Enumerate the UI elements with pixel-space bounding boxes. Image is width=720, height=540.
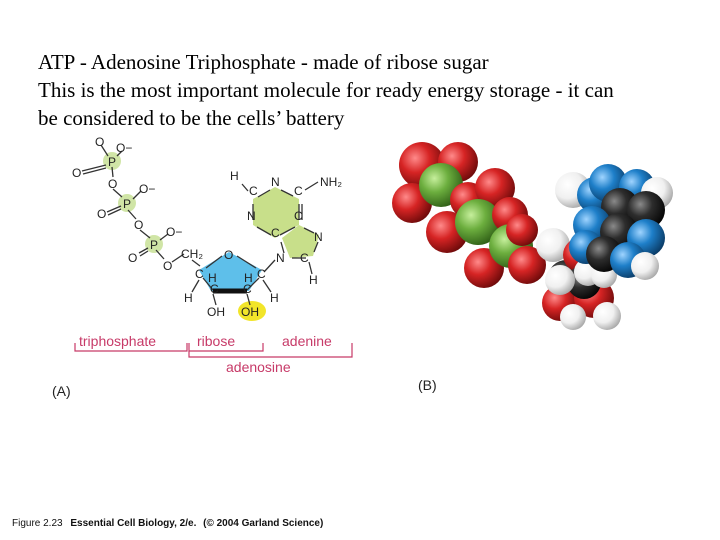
atom-c: C xyxy=(210,282,219,296)
atom-p: P xyxy=(108,155,116,169)
group-brackets xyxy=(74,343,353,358)
atom-o-minus: O− xyxy=(166,225,182,239)
label-ribose: ribose xyxy=(197,333,235,349)
atom-o: O xyxy=(224,248,233,262)
atom-o: O xyxy=(72,166,81,180)
text-line-2: This is the most important molecule for … xyxy=(38,78,614,102)
text-line-1: ATP - Adenosine Triphosphate - made of r… xyxy=(38,50,489,74)
phosphorus-atom xyxy=(455,199,501,245)
atom-ch2: CH₂ xyxy=(181,247,203,261)
atom-c: C xyxy=(249,184,258,198)
atom-o-minus: O− xyxy=(139,182,155,196)
label-adenine: adenine xyxy=(282,333,332,349)
atom-p: P xyxy=(150,238,158,252)
atom-o-minus: O− xyxy=(116,141,132,155)
text-line-3: be considered to be the cells’ battery xyxy=(38,106,345,130)
atom-h: H xyxy=(244,271,253,285)
atom-h: H xyxy=(270,291,279,305)
hydrogen-atom xyxy=(536,228,570,262)
adenine-ring-six-fill xyxy=(253,187,299,238)
phosphate-highlight-3 xyxy=(145,235,163,253)
atom-oh: OH xyxy=(207,305,225,319)
atom-oh: OH xyxy=(241,305,259,319)
atom-c: C xyxy=(257,267,266,281)
atom-h: H xyxy=(184,291,193,305)
figure-caption: Figure 2.23 Essential Cell Biology, 2/e.… xyxy=(12,518,323,529)
atom-p: P xyxy=(123,197,131,211)
hydrogen-atom xyxy=(560,304,586,330)
hydrogen-atom xyxy=(593,302,621,330)
hydrogen-atom xyxy=(545,265,575,295)
panel-a-structural-formula: O O− O P O O− O P O O− O P O CH₂ O C C H… xyxy=(52,135,353,399)
caption-copyright: (© 2004 Garland Science) xyxy=(203,518,323,529)
hydroxyl-highlight xyxy=(238,301,266,321)
caption-figure: Figure 2.23 xyxy=(12,518,63,529)
atom-nh2: NH₂ xyxy=(320,175,342,189)
oxygen-atom xyxy=(506,214,538,246)
atom-h: H xyxy=(208,271,217,285)
atom-o: O xyxy=(95,135,104,149)
atom-n: N xyxy=(276,251,285,265)
atom-c: C xyxy=(300,251,309,265)
atom-o: O xyxy=(97,207,106,221)
label-triphosphate: triphosphate xyxy=(79,333,156,349)
atom-c: C xyxy=(243,282,252,296)
atom-n: N xyxy=(314,230,323,244)
hydrogen-atom xyxy=(631,252,659,280)
adenine-ring-five-fill xyxy=(282,225,319,258)
atom-c: C xyxy=(195,267,204,281)
panel-label-a: (A) xyxy=(52,383,71,399)
bond-lines xyxy=(81,144,319,306)
panel-b-space-filling-model: (B) xyxy=(392,142,673,393)
atom-o: O xyxy=(128,251,137,265)
atom-c: C xyxy=(271,226,280,240)
label-adenosine: adenosine xyxy=(226,359,291,375)
oxygen-atom xyxy=(508,246,546,284)
atom-c: C xyxy=(294,184,303,198)
phosphate-highlight-2 xyxy=(118,194,136,212)
atom-n: N xyxy=(271,175,280,189)
atom-h: H xyxy=(309,273,318,287)
atom-o: O xyxy=(134,218,143,232)
slide-text: ATP - Adenosine Triphosphate - made of r… xyxy=(38,48,708,132)
phosphate-highlight-1 xyxy=(103,152,121,170)
atom-o: O xyxy=(108,177,117,191)
atom-n: N xyxy=(247,209,256,223)
atom-h: H xyxy=(230,169,239,183)
caption-source: Essential Cell Biology, 2/e. xyxy=(70,518,196,529)
atom-o: O xyxy=(163,259,172,273)
panel-label-b: (B) xyxy=(418,377,437,393)
atom-c: C xyxy=(294,209,303,223)
carbon-atom xyxy=(627,191,665,229)
